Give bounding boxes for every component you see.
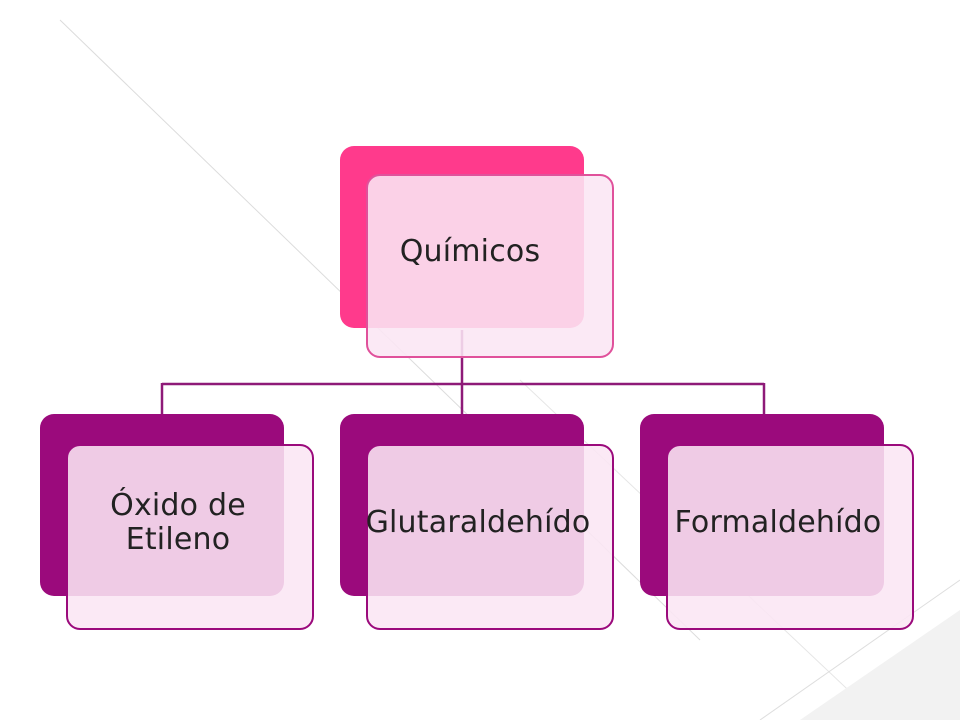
root-node-box: Químicos [366,174,614,358]
child-node-box: Óxido de Etileno [66,444,314,630]
child-node-oxido-de-etileno: Óxido de Etileno [40,414,314,630]
child-node-formaldehido: Formaldehído [640,414,914,630]
child-node-glutaraldehido: Glutaraldehído [340,414,614,630]
child-node-box: Formaldehído [666,444,914,630]
root-node: Químicos [340,146,614,360]
root-node-label: Químicos [399,234,541,270]
child-node-label: Formaldehído [674,505,882,541]
child-node-label: Óxido de Etileno [110,488,246,557]
child-node-box: Glutaraldehído [366,444,614,630]
child-node-label: Glutaraldehído [365,505,591,541]
